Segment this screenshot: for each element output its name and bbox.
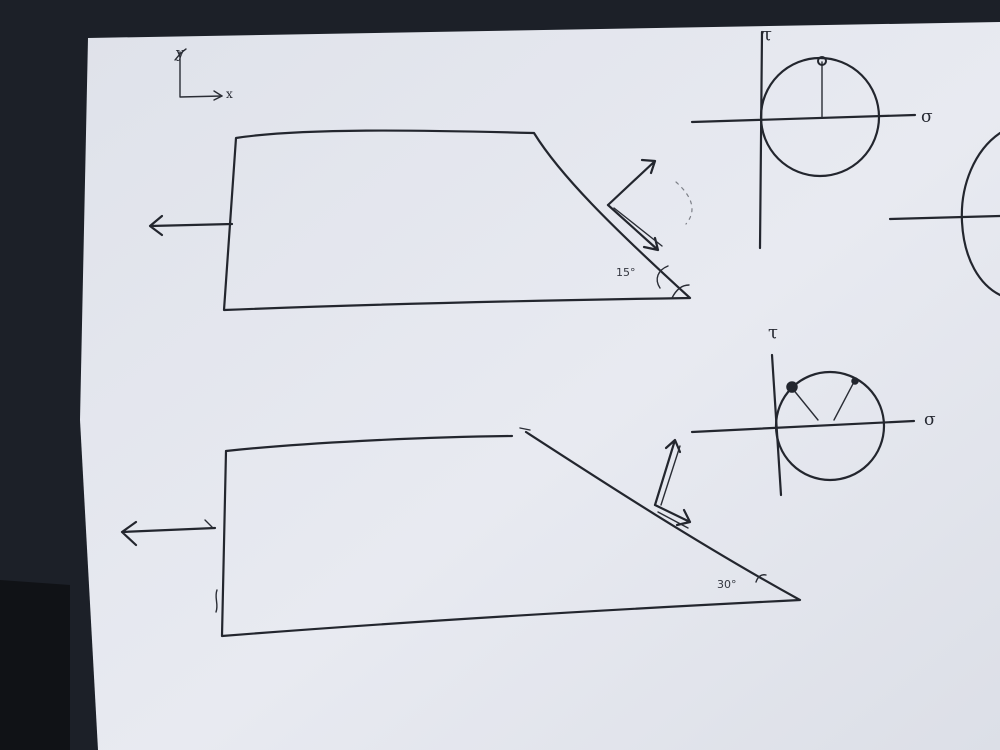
mohr2-circle [774,370,886,482]
mohr2-radius-right [833,379,856,421]
bottom-pull-arrow-tick [204,519,213,528]
bottom-angle-arc [755,574,767,583]
top-angle-arc [656,265,669,289]
mohr2-radius-left [791,387,819,421]
bottom-left-scribble [215,589,218,613]
bottom-shear-vector-double [657,511,689,529]
mohr1-sigma-axis [690,113,917,124]
dark-background-lower [0,580,70,750]
mohr3-sigma-axis [888,214,1000,221]
axes-key: y x [174,44,233,101]
bottom-cut-tick [519,427,531,431]
bottom-sketch: 30° [120,427,802,638]
top-normal-vector [606,158,657,207]
mohr2-sigma-axis [690,419,916,434]
top-angle-label: 15° [616,266,636,279]
mohr1-tau-axis [758,30,764,250]
axes-key-x-label: x [226,87,233,101]
mohr2-tau-label: τ [768,322,778,343]
bottom-normal-vector-double [660,445,681,506]
top-pull-arrow [148,214,234,237]
paper-sheet [80,22,1000,750]
mohr3-arc [960,131,1000,297]
mohr-circle-1: τ σ [690,24,933,250]
bottom-pull-arrow [120,520,217,547]
mohr2-stress-point-2 [851,377,859,385]
mohr1-stress-point [817,56,827,66]
bottom-normal-vector [653,438,682,507]
axes-key-y-label: y [175,44,185,62]
bottom-angle-label: 30° [717,578,737,591]
mohr2-stress-point-1 [786,381,798,393]
top-sketch: 15° [148,129,693,312]
mohr-circle-2: τ σ [690,322,936,497]
mohr1-sigma-label: σ [921,107,933,127]
mohr-circle-3-partial [888,131,1000,297]
top-shear-vector-double [613,207,663,247]
bottom-bar-outline [220,430,802,638]
top-angle-arc-2 [671,284,690,299]
mohr1-tau-label: τ [762,24,772,45]
mohr2-sigma-label: σ [924,410,936,430]
top-bar-outline [222,129,692,312]
